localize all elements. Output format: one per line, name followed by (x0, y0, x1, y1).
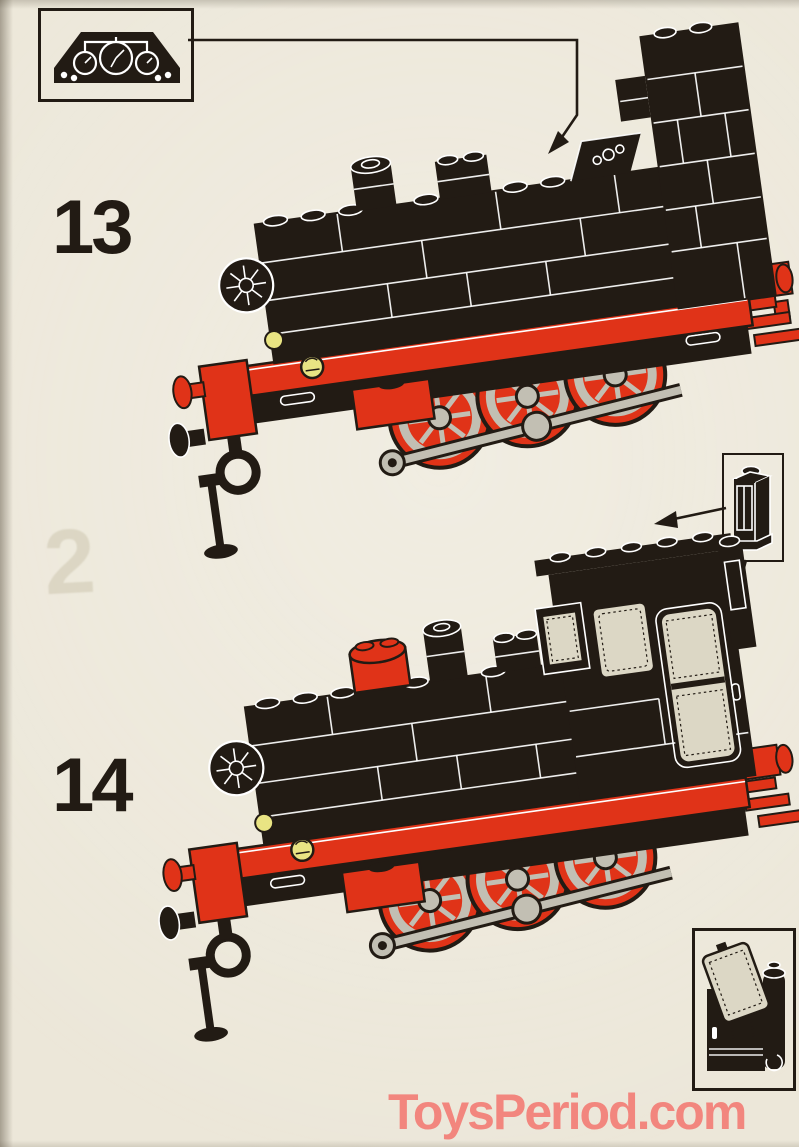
window-pillar (718, 535, 757, 650)
hinge-dots (729, 1019, 755, 1039)
lamp-post (207, 483, 225, 551)
magnet-coupling (205, 932, 251, 978)
red-steam-dome (348, 637, 412, 695)
gauge-callout-arrow (188, 38, 579, 154)
coupling-rod (378, 383, 683, 477)
yellow-lamp (299, 354, 325, 380)
yellow-lamp (290, 837, 315, 863)
watermark-text: ToysPeriod.com (388, 1084, 747, 1140)
step-13-model-illustration (168, 21, 799, 559)
window-callout-arrow-left (654, 506, 727, 528)
ghost-page-digit: 2 (41, 509, 98, 615)
cab-door-open-icon (701, 941, 786, 1072)
cab-side-window (591, 601, 656, 679)
chimney (422, 619, 468, 683)
cab (534, 531, 757, 801)
steam-dome (492, 629, 542, 673)
rear-bunker (615, 21, 777, 310)
chimney (349, 155, 397, 212)
page-edge-shadow-left (0, 0, 13, 1147)
page-edge-shadow-top (0, 0, 799, 9)
front-buffers (168, 330, 436, 559)
coupling-rod (368, 865, 673, 960)
door-handle (731, 683, 742, 701)
steam-dome (434, 151, 492, 200)
step-number-14: 14 (52, 743, 134, 828)
yellow-lamp-small (264, 330, 285, 351)
boiler (208, 660, 593, 846)
step-14-model-illustration (158, 531, 799, 1042)
cab-roof (534, 533, 733, 577)
cab-door (655, 602, 742, 769)
magnet-coupling (215, 449, 261, 495)
page-edge-shadow-bottom (0, 1140, 799, 1147)
open-door-panel (701, 941, 771, 1024)
cab-front-window (534, 601, 591, 676)
cab-door-detail-callout (692, 928, 796, 1091)
boiler (218, 164, 698, 365)
window-brick-icon (731, 465, 773, 551)
front-buffers (158, 812, 427, 1042)
gauge-slope-brick-icon (54, 32, 180, 83)
gauge-brick-callout (38, 8, 194, 102)
lamp-post (197, 966, 215, 1033)
step-number-13: 13 (52, 185, 134, 270)
yellow-lamp-small (254, 812, 275, 833)
